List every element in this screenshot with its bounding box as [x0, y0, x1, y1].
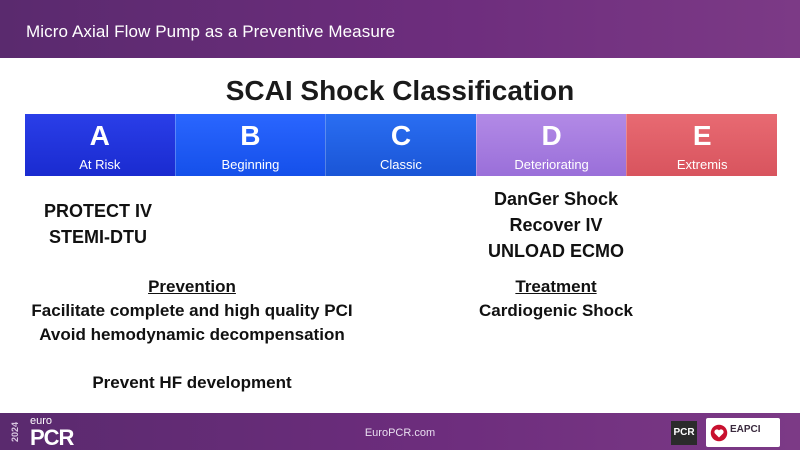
stage-label: Beginning [221, 157, 280, 172]
stage-label: Extremis [676, 157, 728, 172]
prevention-block: Prevention Facilitate complete and high … [0, 275, 384, 347]
trial-name: PROTECT IV [43, 201, 152, 221]
stage-c: C Classic [325, 114, 476, 176]
treatment-line: Cardiogenic Shock [479, 301, 633, 320]
site-link[interactable]: EuroPCR.com [364, 427, 436, 439]
footer-bar: 2024 euro PCR EuroPCR.com PCR EAPCI [0, 413, 800, 450]
stage-letter: D [541, 120, 562, 151]
treatment-trials: DanGer Shock Recover IV UNLOAD ECMO [456, 186, 656, 264]
stage-e: E Extremis [626, 114, 777, 176]
brand-logo: PCR [30, 425, 74, 450]
trial-name: STEMI-DTU [49, 227, 147, 247]
heart-icon [710, 424, 728, 442]
stage-d: D Deteriorating [475, 114, 627, 176]
treatment-block: Treatment Cardiogenic Shock [456, 275, 656, 323]
brand-small: euro [30, 415, 53, 427]
scai-stage-bar: A At Risk B Beginning C Classic D Deteri… [25, 114, 777, 176]
trial-name: Recover IV [509, 215, 603, 235]
prevention-line: Avoid hemodynamic decompensation [39, 325, 345, 344]
prevention-trials: PROTECT IV STEMI-DTU [0, 198, 196, 250]
stage-letter: E [692, 120, 712, 151]
prevention-extra: Prevent HF development [92, 373, 292, 392]
stage-letter: C [390, 120, 412, 151]
treatment-heading: Treatment [515, 277, 597, 296]
prevention-line: Facilitate complete and high quality PCI [31, 301, 353, 320]
prevention-heading: Prevention [148, 277, 236, 296]
stage-a: A At Risk [25, 114, 175, 176]
stage-label: Deteriorating [514, 157, 589, 172]
stage-label: At Risk [79, 157, 121, 172]
slide-title: Micro Axial Flow Pump as a Preventive Me… [26, 22, 396, 41]
page-title: SCAI Shock Classification [225, 75, 575, 106]
stage-letter: A [89, 120, 110, 151]
trial-name: UNLOAD ECMO [488, 241, 624, 261]
stage-letter: B [240, 120, 261, 151]
stage-b: B Beginning [174, 114, 326, 176]
eapci-name: EAPCI [730, 424, 761, 435]
stage-label: Classic [380, 157, 422, 172]
header-bar: Micro Axial Flow Pump as a Preventive Me… [0, 0, 800, 58]
trial-name: DanGer Shock [493, 189, 619, 209]
pcr-badge-logo: PCR [671, 421, 697, 445]
eapci-logo: EAPCI [706, 418, 780, 447]
